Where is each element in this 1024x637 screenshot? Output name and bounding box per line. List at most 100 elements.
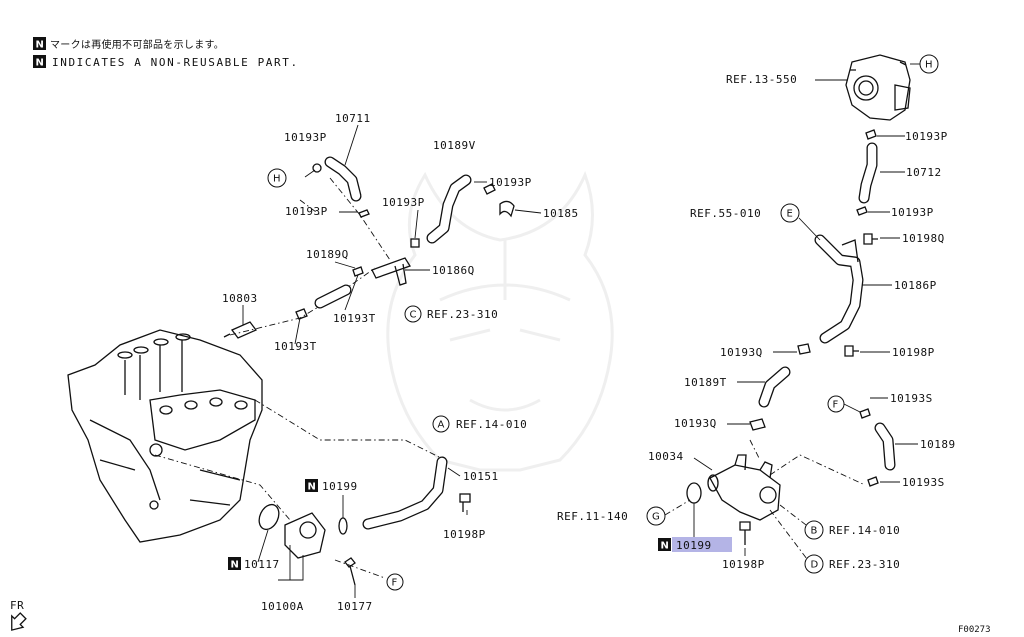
figure-code: F00273 [958,625,991,635]
badge-letter: N [308,482,316,493]
clip-10193Q [749,418,766,431]
bolt-10198P [844,345,859,357]
bolt-10198Q [863,233,878,245]
guide-line [329,177,391,261]
label-10193Q: 10193Q [720,346,763,359]
label-10199: 10199 [322,480,358,493]
callout-H [267,168,287,188]
engine-block [67,329,263,543]
non-reusable-badge-jp [33,37,46,50]
label-10186P: 10186P [894,279,937,292]
guide-line [229,267,376,336]
label-10117: 10117 [244,558,280,571]
guide-line [749,439,761,461]
callout-letter: B [811,526,818,537]
callout-E [780,203,800,223]
label-10198P: 10198P [892,346,935,359]
header-notes: N マークは再使用不可部品を示します。 N INDICATES A NON-RE… [33,37,297,69]
label-10711: 10711 [335,112,371,125]
ref-23-310: REF.23-310 [829,558,900,571]
throttle-body [845,54,911,121]
housing-10034 [707,454,781,521]
label-10803: 10803 [222,292,258,305]
hose-10189 [874,422,896,471]
badge-letter: N [36,40,44,51]
clip-10193S [859,408,871,419]
ref-14-010: REF.14-010 [456,418,527,431]
label-10199-highlighted: 10199 [676,539,712,552]
guide-line [769,509,811,564]
non-reusable-badge [305,479,318,492]
note-japanese: マークは再使用不可部品を示します。 [50,38,224,51]
non-reusable-badge-en [33,55,46,68]
callout-letter: F [392,578,398,589]
clip-10193Q [797,343,811,355]
label-10198Q: 10198Q [902,232,945,245]
label-10189Q: 10189Q [306,248,349,261]
label-10193P: 10193P [285,205,328,218]
callout-letter: H [273,174,281,185]
label-10189V: 10189V [433,139,476,152]
callout-letter: G [652,512,660,523]
callout-letter: D [811,560,819,571]
clips [223,163,515,586]
label-10189T: 10189T [684,376,727,389]
label-10193T: 10193T [274,340,317,353]
label-10193Q: 10193Q [674,417,717,430]
label-10193P: 10193P [284,131,327,144]
front-arrow-icon [11,612,27,631]
clip-10193P [856,206,868,216]
ref-13-550: REF.13-550 [726,73,797,86]
label-10712: 10712 [906,166,942,179]
label-10151: 10151 [463,470,499,483]
tee-10186Q [371,257,411,286]
callout-B [804,520,824,540]
label-10193S: 10193S [902,476,945,489]
callout-letter: F [833,400,839,411]
callout-letter: H [925,60,933,71]
callout-G [646,506,666,526]
hose-10711 [324,156,362,202]
guide-line [664,499,691,516]
non-reusable-badge [228,557,241,570]
guide-line [299,199,321,216]
badge-letter: N [36,58,44,69]
watermark-helmet [386,171,614,472]
bolt-10198P [739,521,751,545]
clip-10193P [865,129,877,140]
badge-letter: N [231,560,239,571]
ref-23-310: REF.23-310 [427,308,498,321]
guide-line [334,559,386,579]
label-10185: 10185 [543,207,579,220]
front-label: FR [10,599,24,612]
label-10193P: 10193P [489,176,532,189]
guide-line [154,454,291,521]
label-10193S: 10193S [890,392,933,405]
highlight-10199 [672,537,732,552]
label-10193P: 10193P [382,196,425,209]
callout-letter: A [438,420,445,431]
label-10198P: 10198P [443,528,486,541]
label-10193P: 10193P [891,206,934,219]
hose-10189Q [314,284,352,309]
hose-10189V [426,174,472,244]
guide-line [769,454,866,486]
leaders-left [242,124,542,598]
hose-10712 [858,142,878,204]
badge-letter: N [661,541,669,552]
callout-letter: C [410,310,417,321]
label-10189: 10189 [920,438,956,451]
clip-10193S [867,476,879,487]
ref-14-010: REF.14-010 [829,524,900,537]
pipe-10151 [362,456,448,530]
ref-11-140: REF.11-140 [557,510,628,523]
hose-10189T [758,366,791,408]
label-10100A: 10100A [261,600,304,613]
label-10198P: 10198P [722,558,765,571]
callout-C [404,305,422,323]
callout-letter: E [787,209,793,220]
pipe-10186P [814,234,864,344]
ref-55-010: REF.55-010 [690,207,761,220]
guide-line [779,504,811,529]
